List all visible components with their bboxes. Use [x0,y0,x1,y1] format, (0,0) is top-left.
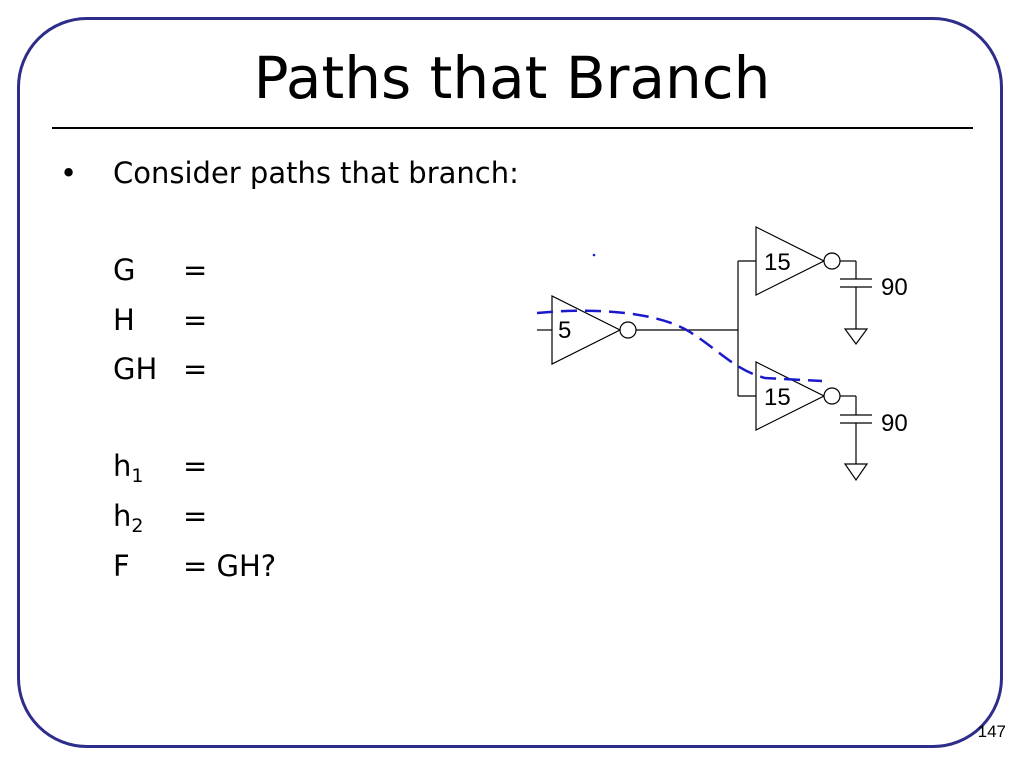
equation-label: G [113,253,136,287]
equation-value: = [183,352,208,386]
bottom-gate-label: 15 [764,384,791,411]
slide-frame [17,17,1003,748]
equation-value: = [183,449,208,483]
equation-label: h1 [113,449,144,487]
equation-label: H [113,303,135,337]
top-ground-icon [843,328,869,346]
equation-value: = GH? [183,549,277,583]
bottom-inverter-bubble [823,387,841,405]
bottom-load-label: 90 [881,410,908,437]
input-inverter [551,295,622,365]
title-divider [52,127,973,129]
equation-value: = [183,499,208,533]
equation-label: F [113,549,130,583]
slide-title: Paths that Branch [253,44,771,112]
bottom-ground-icon [843,463,869,482]
slide-number: 147 [977,722,1006,741]
critical-path-annotation [536,309,823,383]
annotation-dot [592,253,596,257]
bullet-text: Consider paths that branch: [113,156,519,190]
equation-label: h2 [113,499,144,537]
top-load-label: 90 [881,274,908,301]
input-gate-label: 5 [558,317,571,344]
equation-label: GH [113,352,158,386]
bullet-marker: • [60,156,78,190]
top-gate-label: 15 [764,249,791,276]
input-inverter-bubble [619,321,637,339]
equation-value: = [183,253,208,287]
top-inverter [755,226,826,296]
equation-value: = [183,303,208,337]
top-inverter-bubble [823,252,841,270]
